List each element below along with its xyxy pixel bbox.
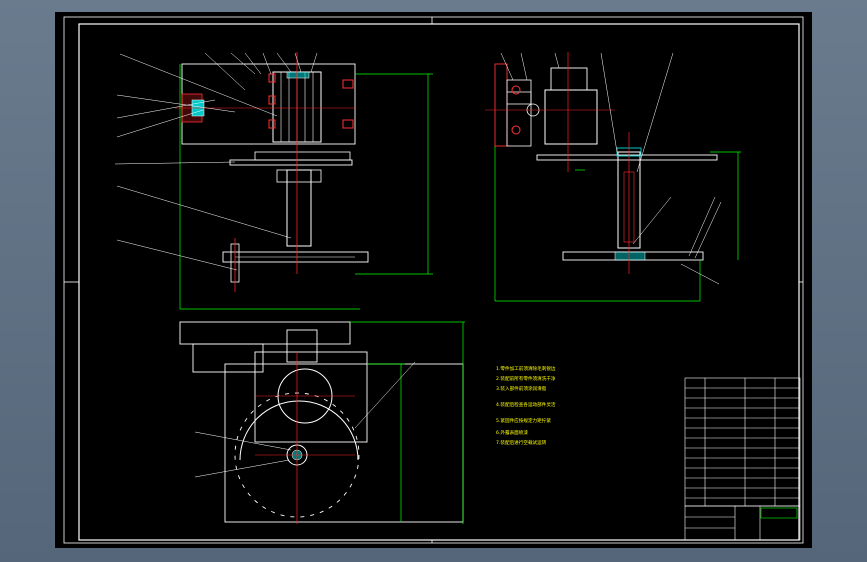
parts-list-table[interactable] [684,377,801,507]
note-line: 7.装配后进行空载试运转 [496,439,547,446]
note-line: 4.装配后检查各运动部件灵活 [496,401,556,408]
cad-drawing-viewport[interactable]: 1.零件加工前须清除毛刺锐边 2.装配前所有零件须清洗干净 3.装入部件前须涂润… [55,12,812,548]
note-line: 3.装入部件前须涂润滑脂 [496,385,547,392]
note-line: 5.紧固件应按规定力矩拧紧 [496,417,551,424]
front-view[interactable] [114,52,433,310]
note-line: 6.外露表面喷漆 [496,429,528,436]
sprocket-disk [239,400,359,461]
note-line: 2.装配前所有零件须清洗干净 [496,375,556,382]
title-cell-highlight [760,507,798,519]
viewport-background [55,12,812,548]
side-view[interactable] [485,52,741,302]
top-view[interactable] [179,321,465,524]
frame-center-marks [64,17,803,543]
drawing-outer-frame [63,16,804,544]
technical-notes: 1.零件加工前须清除毛刺锐边 2.装配前所有零件须清洗干净 3.装入部件前须涂润… [496,365,556,446]
title-block[interactable] [684,505,801,541]
note-line: 1.零件加工前须清除毛刺锐边 [496,365,556,372]
